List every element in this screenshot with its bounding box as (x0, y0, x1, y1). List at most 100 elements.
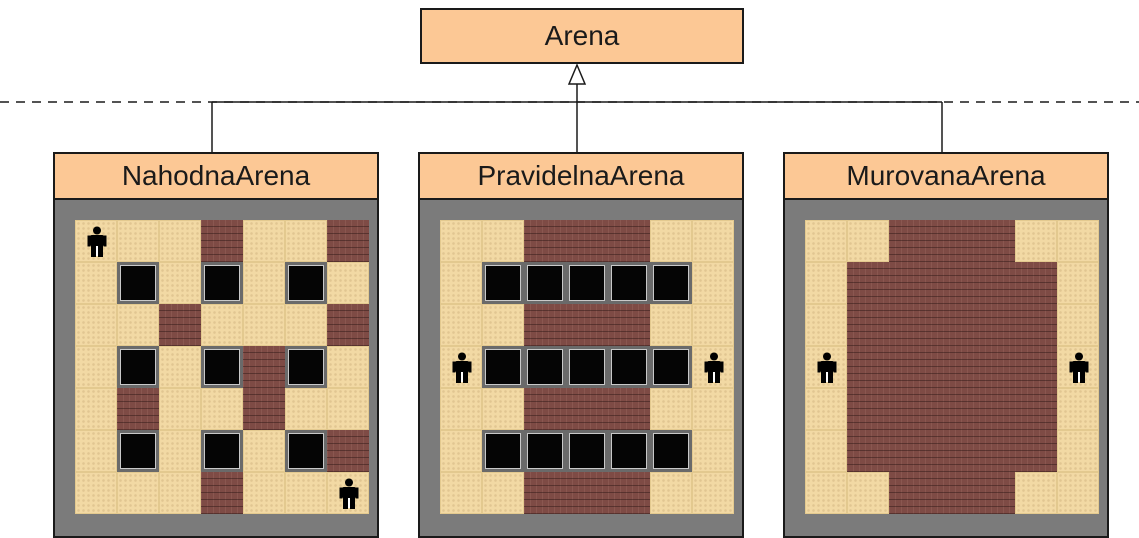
floor-tile (1015, 472, 1057, 514)
brick-wall-tile (931, 262, 973, 304)
floor-tile (75, 388, 117, 430)
brick-wall-tile (1015, 346, 1057, 388)
brick-wall-tile (973, 388, 1015, 430)
floor-tile (1057, 472, 1099, 514)
floor-tile (692, 430, 734, 472)
floor-tile (75, 346, 117, 388)
floor-tile (201, 304, 243, 346)
floor-tile (75, 430, 117, 472)
floor-tile (75, 262, 117, 304)
floor-tile (327, 346, 369, 388)
floor-tile (285, 304, 327, 346)
brick-wall-tile (327, 220, 369, 262)
subclass-header: PravidelnaArena (420, 154, 742, 200)
floor-tile (243, 220, 285, 262)
brick-wall-tile (566, 388, 608, 430)
solid-block-tile (285, 262, 327, 304)
solid-block-tile (117, 262, 159, 304)
brick-wall-tile (201, 472, 243, 514)
floor-tile (285, 388, 327, 430)
solid-block-tile (201, 430, 243, 472)
brick-wall-tile (524, 220, 566, 262)
solid-block-tile (482, 430, 524, 472)
player-icon (450, 352, 474, 384)
floor-tile (201, 388, 243, 430)
brick-wall-tile (201, 220, 243, 262)
brick-wall-tile (847, 262, 889, 304)
floor-tile (159, 430, 201, 472)
floor-tile (1057, 220, 1099, 262)
solid-block-tile (608, 346, 650, 388)
floor-tile (440, 220, 482, 262)
parent-class-name: Arena (544, 20, 620, 51)
floor-tile (692, 472, 734, 514)
floor-tile (805, 262, 847, 304)
floor-tile (285, 220, 327, 262)
brick-wall-tile (973, 262, 1015, 304)
brick-wall-tile (327, 430, 369, 472)
floor-tile (243, 430, 285, 472)
solid-block-tile (566, 346, 608, 388)
solid-block-tile (201, 346, 243, 388)
floor-tile (805, 388, 847, 430)
floor-tile (1057, 388, 1099, 430)
arena-grid (75, 220, 369, 514)
brick-wall-tile (524, 472, 566, 514)
solid-block-tile (482, 346, 524, 388)
brick-wall-tile (608, 472, 650, 514)
subclass-header: MurovanaArena (785, 154, 1107, 200)
brick-wall-tile (889, 346, 931, 388)
floor-tile (327, 262, 369, 304)
player-icon (85, 226, 109, 258)
floor-tile (847, 472, 889, 514)
brick-wall-tile (524, 304, 566, 346)
brick-wall-tile (889, 388, 931, 430)
floor-tile (440, 388, 482, 430)
solid-block-tile (650, 346, 692, 388)
brick-wall-tile (327, 304, 369, 346)
brick-wall-tile (847, 388, 889, 430)
floor-tile (75, 472, 117, 514)
floor-tile (482, 220, 524, 262)
brick-wall-tile (566, 220, 608, 262)
floor-tile (482, 304, 524, 346)
floor-tile (1057, 346, 1099, 388)
brick-wall-tile (973, 430, 1015, 472)
floor-tile (243, 304, 285, 346)
brick-wall-tile (889, 220, 931, 262)
brick-wall-tile (847, 430, 889, 472)
subclass-panel-nahodna: NahodnaArena (53, 152, 379, 538)
floor-tile (285, 472, 327, 514)
floor-tile (847, 220, 889, 262)
parent-class-box: Arena (420, 8, 744, 64)
floor-tile (805, 346, 847, 388)
floor-tile (482, 472, 524, 514)
inheritance-arrowhead-icon (567, 63, 587, 85)
subclass-panel-pravidelna: PravidelnaArena (418, 152, 744, 538)
floor-tile (75, 304, 117, 346)
floor-tile (1015, 220, 1057, 262)
player-icon (702, 352, 726, 384)
arena-grid (440, 220, 734, 514)
brick-wall-tile (243, 346, 285, 388)
floor-tile (440, 430, 482, 472)
arena-grid (805, 220, 1099, 514)
floor-tile (327, 388, 369, 430)
floor-tile (159, 262, 201, 304)
subclass-name: NahodnaArena (121, 160, 311, 191)
floor-tile (650, 304, 692, 346)
floor-tile (805, 430, 847, 472)
floor-tile (650, 472, 692, 514)
brick-wall-tile (973, 346, 1015, 388)
brick-wall-tile (973, 472, 1015, 514)
floor-tile (159, 346, 201, 388)
solid-block-tile (608, 430, 650, 472)
subclass-name: MurovanaArena (846, 160, 1046, 191)
floor-tile (692, 388, 734, 430)
brick-wall-tile (931, 430, 973, 472)
solid-block-tile (566, 430, 608, 472)
brick-wall-tile (566, 304, 608, 346)
floor-tile (1057, 262, 1099, 304)
arena-frame (420, 200, 742, 536)
floor-tile (440, 262, 482, 304)
